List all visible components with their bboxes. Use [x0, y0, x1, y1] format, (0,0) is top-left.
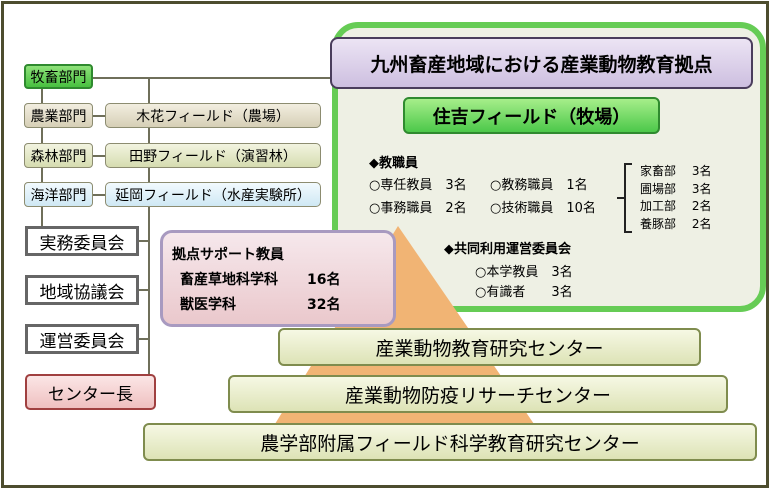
connector	[93, 115, 105, 117]
connector	[92, 77, 332, 79]
support-dept: 畜産草地科学科	[180, 272, 278, 288]
section-name: 加工部	[640, 199, 677, 213]
connector	[148, 78, 150, 393]
staff-item: ○専任教員 3名	[369, 178, 467, 193]
support-count: 16名	[307, 272, 341, 288]
staff-item: ○教務職員 1名	[490, 178, 588, 193]
center-education: 産業動物教育研究センター	[278, 328, 701, 366]
dept-agriculture: 農業部門	[24, 103, 93, 128]
section-name: 圃場部	[640, 181, 677, 196]
field-kibana: 木花フィールド（農場）	[105, 103, 321, 128]
connector	[139, 338, 149, 340]
section-name: 養豚部	[640, 216, 677, 231]
sections-list: 家畜部 3名 圃場部 3名 加工部 2名 養豚部 2名	[640, 163, 711, 233]
title-box: 九州畜産地域における産業動物教育拠点	[330, 37, 753, 89]
joint-item: ○本学教員 3名	[475, 265, 573, 280]
joint-item: ○有識者 3名	[475, 285, 573, 300]
committee-practical: 実務委員会	[25, 226, 139, 256]
bracket	[624, 163, 632, 233]
director-box: センター長	[25, 374, 156, 410]
joint-heading: ◆共同利用運営委員会	[444, 242, 571, 257]
section-count: 2名	[691, 199, 712, 213]
field-nobeoka: 延岡フィールド（水産実験所）	[105, 182, 321, 207]
support-count: 32名	[307, 297, 341, 313]
dept-forestry: 森林部門	[24, 143, 93, 168]
support-heading: 拠点サポート教員	[172, 247, 284, 263]
bracket-tip	[617, 197, 625, 199]
connector	[139, 289, 149, 291]
committee-steering: 運営委員会	[25, 324, 139, 354]
field-tano: 田野フィールド（演習林）	[105, 143, 321, 168]
support-dept: 獣医学科	[180, 297, 236, 313]
support-box	[160, 230, 396, 327]
farm-box: 住吉フィールド（牧場）	[403, 97, 660, 134]
connector	[139, 240, 149, 242]
staff-item: ○事務職員 2名	[369, 201, 467, 216]
section-count: 3名	[691, 164, 712, 178]
staff-item: ○技術職員 10名	[490, 201, 596, 216]
dept-marine: 海洋部門	[24, 182, 93, 207]
connector	[93, 194, 105, 196]
section-name: 家畜部	[640, 164, 677, 178]
committee-regional: 地域協議会	[25, 275, 139, 305]
section-count: 3名	[691, 181, 712, 196]
center-prevention: 産業動物防疫リサーチセンター	[228, 375, 728, 413]
section-count: 2名	[691, 216, 712, 231]
dept-livestock: 牧畜部門	[24, 64, 93, 89]
connector	[93, 155, 105, 157]
center-field-science: 農学部附属フィールド科学教育研究センター	[143, 423, 757, 461]
staff-heading: ◆教職員	[369, 156, 418, 171]
